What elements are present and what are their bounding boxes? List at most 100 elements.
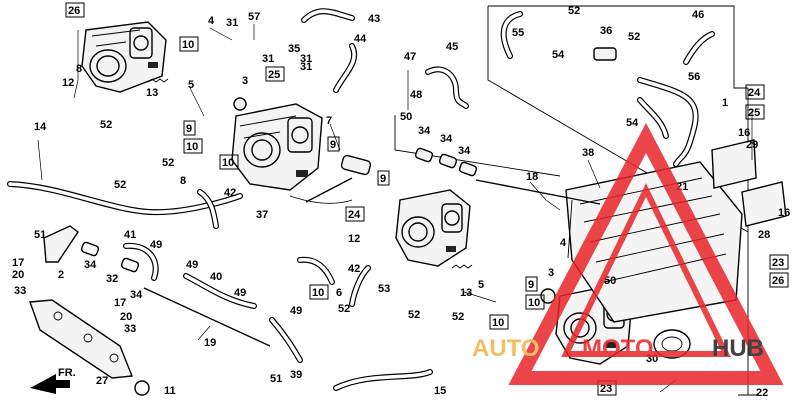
callout-22: 22 [756,387,768,399]
link-rod-small [305,177,353,203]
callout-1: 1 [722,97,728,109]
callout-47: 47 [404,51,416,63]
callout-49: 49 [186,259,198,271]
carburetor-right-center [395,189,471,267]
callout-29: 29 [746,139,758,151]
callout-12: 12 [62,77,74,89]
callout-31: 31 [262,53,274,65]
callout-52: 52 [100,119,112,131]
callout-13: 13 [460,287,472,299]
callout-25: 25 [268,69,280,81]
callout-16: 16 [778,207,790,219]
callout-34: 34 [458,145,471,157]
callout-39: 39 [290,369,302,381]
callout-15: 15 [434,385,446,397]
callout-34: 34 [84,259,97,271]
assembly-boundary-line [488,5,748,89]
callout-25: 25 [748,107,760,119]
carburetor-top-left [81,21,167,93]
callout-7: 7 [326,115,332,127]
callout-49: 49 [150,239,162,251]
callout-31: 31 [300,61,312,73]
callout-35: 35 [288,43,300,55]
callout-3: 3 [548,267,554,279]
callout-28: 28 [758,229,770,241]
callout-32: 32 [106,273,118,285]
watermark-auto: AUTO [472,335,540,362]
callout-40: 40 [210,271,222,283]
callout-49: 49 [290,305,302,317]
diagram-artwork: FR. [7,5,787,396]
callout-box-24 [745,84,765,100]
callout-10: 10 [492,317,504,329]
callout-box-26 [65,2,85,18]
callout-5: 5 [188,79,194,91]
callout-42: 42 [224,187,236,199]
callout-31: 31 [300,53,312,65]
callout-50: 50 [604,275,616,287]
callout-54: 54 [552,49,565,61]
callout-4: 4 [208,15,215,27]
callout-18: 18 [526,171,538,183]
callout-box-9 [327,136,340,152]
callout-24: 24 [748,87,761,99]
callout-34: 34 [418,125,431,137]
callout-50: 50 [400,111,412,123]
callout-20: 20 [12,269,24,281]
callout-box-25 [265,66,285,82]
callout-8: 8 [180,175,186,187]
callout-37: 37 [256,209,268,221]
callout-labels: 1233445567889999101010101010111212131314… [12,2,790,399]
callout-9: 9 [330,139,336,151]
callout-52: 52 [452,311,464,323]
callout-57: 57 [248,11,260,23]
callout-52: 52 [568,5,580,17]
watermark: AUTO MOTO HUB [472,122,784,385]
callout-36: 36 [600,25,612,37]
callout-10: 10 [186,141,198,153]
assembly-boundary-line [394,115,561,177]
callout-8: 8 [76,63,82,75]
callout-box-24 [345,206,365,222]
callout-box-10 [179,36,199,52]
callout-52: 52 [338,303,350,315]
callout-24: 24 [348,209,361,221]
callout-box-10 [525,294,545,310]
callout-38: 38 [582,147,594,159]
callout-10: 10 [182,39,194,51]
callout-52: 52 [628,31,640,43]
callout-11: 11 [164,385,176,397]
callout-23: 23 [600,383,612,395]
callout-41: 41 [124,229,136,241]
callout-42: 42 [348,263,360,275]
callout-49: 49 [234,287,246,299]
callout-33: 33 [14,285,26,297]
callout-52: 52 [162,157,174,169]
callout-5: 5 [478,279,484,291]
callout-box-9 [377,170,390,186]
callout-27: 27 [96,375,108,387]
watermark-hub: HUB [712,335,764,362]
callout-14: 14 [34,121,47,133]
callout-10: 10 [528,297,540,309]
callout-44: 44 [354,33,367,45]
callout-34: 34 [130,289,143,301]
callout-box-10 [489,314,509,330]
callout-box-25 [745,104,765,120]
callout-55: 55 [512,27,524,39]
callout-52: 52 [114,179,126,191]
callout-2: 2 [58,269,64,281]
callout-26: 26 [772,275,784,287]
callout-9: 9 [528,279,534,291]
callout-46: 46 [692,9,704,21]
callout-6: 6 [336,287,342,299]
callout-10: 10 [312,287,324,299]
callout-box-23 [769,254,789,270]
callout-13: 13 [146,87,158,99]
callout-26: 26 [68,5,80,17]
callout-56: 56 [688,71,700,83]
link-rod [143,287,271,347]
callout-43: 43 [368,13,380,25]
throttle-rod [475,179,601,205]
